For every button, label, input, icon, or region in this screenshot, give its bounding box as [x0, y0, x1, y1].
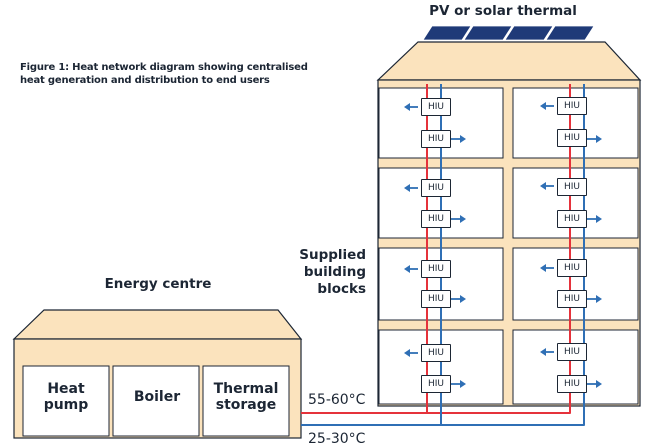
supplied-label-line: building	[303, 264, 366, 280]
thermal-storage-label: Thermal storage	[204, 381, 288, 413]
arrow-left-icon	[540, 182, 554, 190]
flow-temperature-label: 55-60°C	[308, 392, 366, 408]
arrow-left-icon	[404, 265, 418, 273]
arrow-left-icon	[404, 349, 418, 357]
arrow-right-icon	[587, 380, 602, 388]
hiu-box: HIU	[421, 130, 451, 148]
return-pipe	[441, 84, 585, 426]
arrow-right-icon	[587, 215, 602, 223]
arrow-left-icon	[540, 102, 554, 110]
arrow-right-icon	[587, 295, 602, 303]
heat-pump-label: Heat pump	[24, 381, 108, 413]
supplied-label-line: Supplied	[299, 247, 366, 263]
hiu-box: HIU	[421, 179, 451, 197]
hiu-box: HIU	[421, 98, 451, 116]
hiu-box: HIU	[557, 343, 587, 361]
hiu-box: HIU	[421, 210, 451, 228]
arrow-left-icon	[404, 103, 418, 111]
supplied-building-blocks-label: Supplied building blocks	[292, 247, 366, 298]
energy-centre-label: Energy centre	[104, 276, 212, 292]
heat-pump-label-line: pump	[43, 397, 89, 413]
heat-arrows	[404, 102, 602, 388]
figure-caption: Figure 1: Heat network diagram showing c…	[20, 62, 308, 86]
return-temperature-label: 25-30°C	[308, 431, 366, 447]
solar-panel	[422, 25, 472, 41]
solar-panel	[545, 25, 595, 41]
supplied-label-line: blocks	[317, 281, 366, 297]
arrow-right-icon	[451, 380, 466, 388]
hiu-box: HIU	[421, 375, 451, 393]
hiu-box: HIU	[557, 97, 587, 115]
hiu-box: HIU	[557, 178, 587, 196]
arrow-right-icon	[451, 135, 466, 143]
arrow-left-icon	[540, 264, 554, 272]
energy-centre-building	[12, 309, 303, 439]
thermal-storage-unit	[202, 365, 290, 437]
solar-panels	[422, 25, 595, 41]
return-pipework	[301, 84, 585, 426]
arrow-right-icon	[451, 295, 466, 303]
energy-centre-roof	[12, 309, 303, 340]
hiu-box: HIU	[557, 129, 587, 147]
hiu-box: HIU	[557, 210, 587, 228]
arrow-right-icon	[587, 135, 602, 143]
thermal-storage-label-line: storage	[215, 397, 277, 413]
hiu-box: HIU	[421, 260, 451, 278]
boiler-label: Boiler	[133, 389, 181, 405]
heat-pump-unit	[22, 365, 110, 437]
arrow-right-icon	[451, 215, 466, 223]
thermal-storage-label-line: Thermal	[213, 381, 279, 397]
building-block	[376, 41, 642, 407]
pv-label: PV or solar thermal	[429, 3, 577, 19]
hiu-box: HIU	[557, 259, 587, 277]
hiu-box: HIU	[557, 290, 587, 308]
boiler-unit	[112, 365, 200, 437]
arrow-left-icon	[404, 184, 418, 192]
building-roof	[376, 41, 642, 81]
arrow-left-icon	[540, 348, 554, 356]
solar-panel	[463, 25, 513, 41]
heat-pump-label-line: Heat	[47, 381, 85, 397]
solar-panel	[504, 25, 554, 41]
hiu-box: HIU	[421, 344, 451, 362]
hiu-box: HIU	[421, 290, 451, 308]
hiu-box: HIU	[557, 375, 587, 393]
